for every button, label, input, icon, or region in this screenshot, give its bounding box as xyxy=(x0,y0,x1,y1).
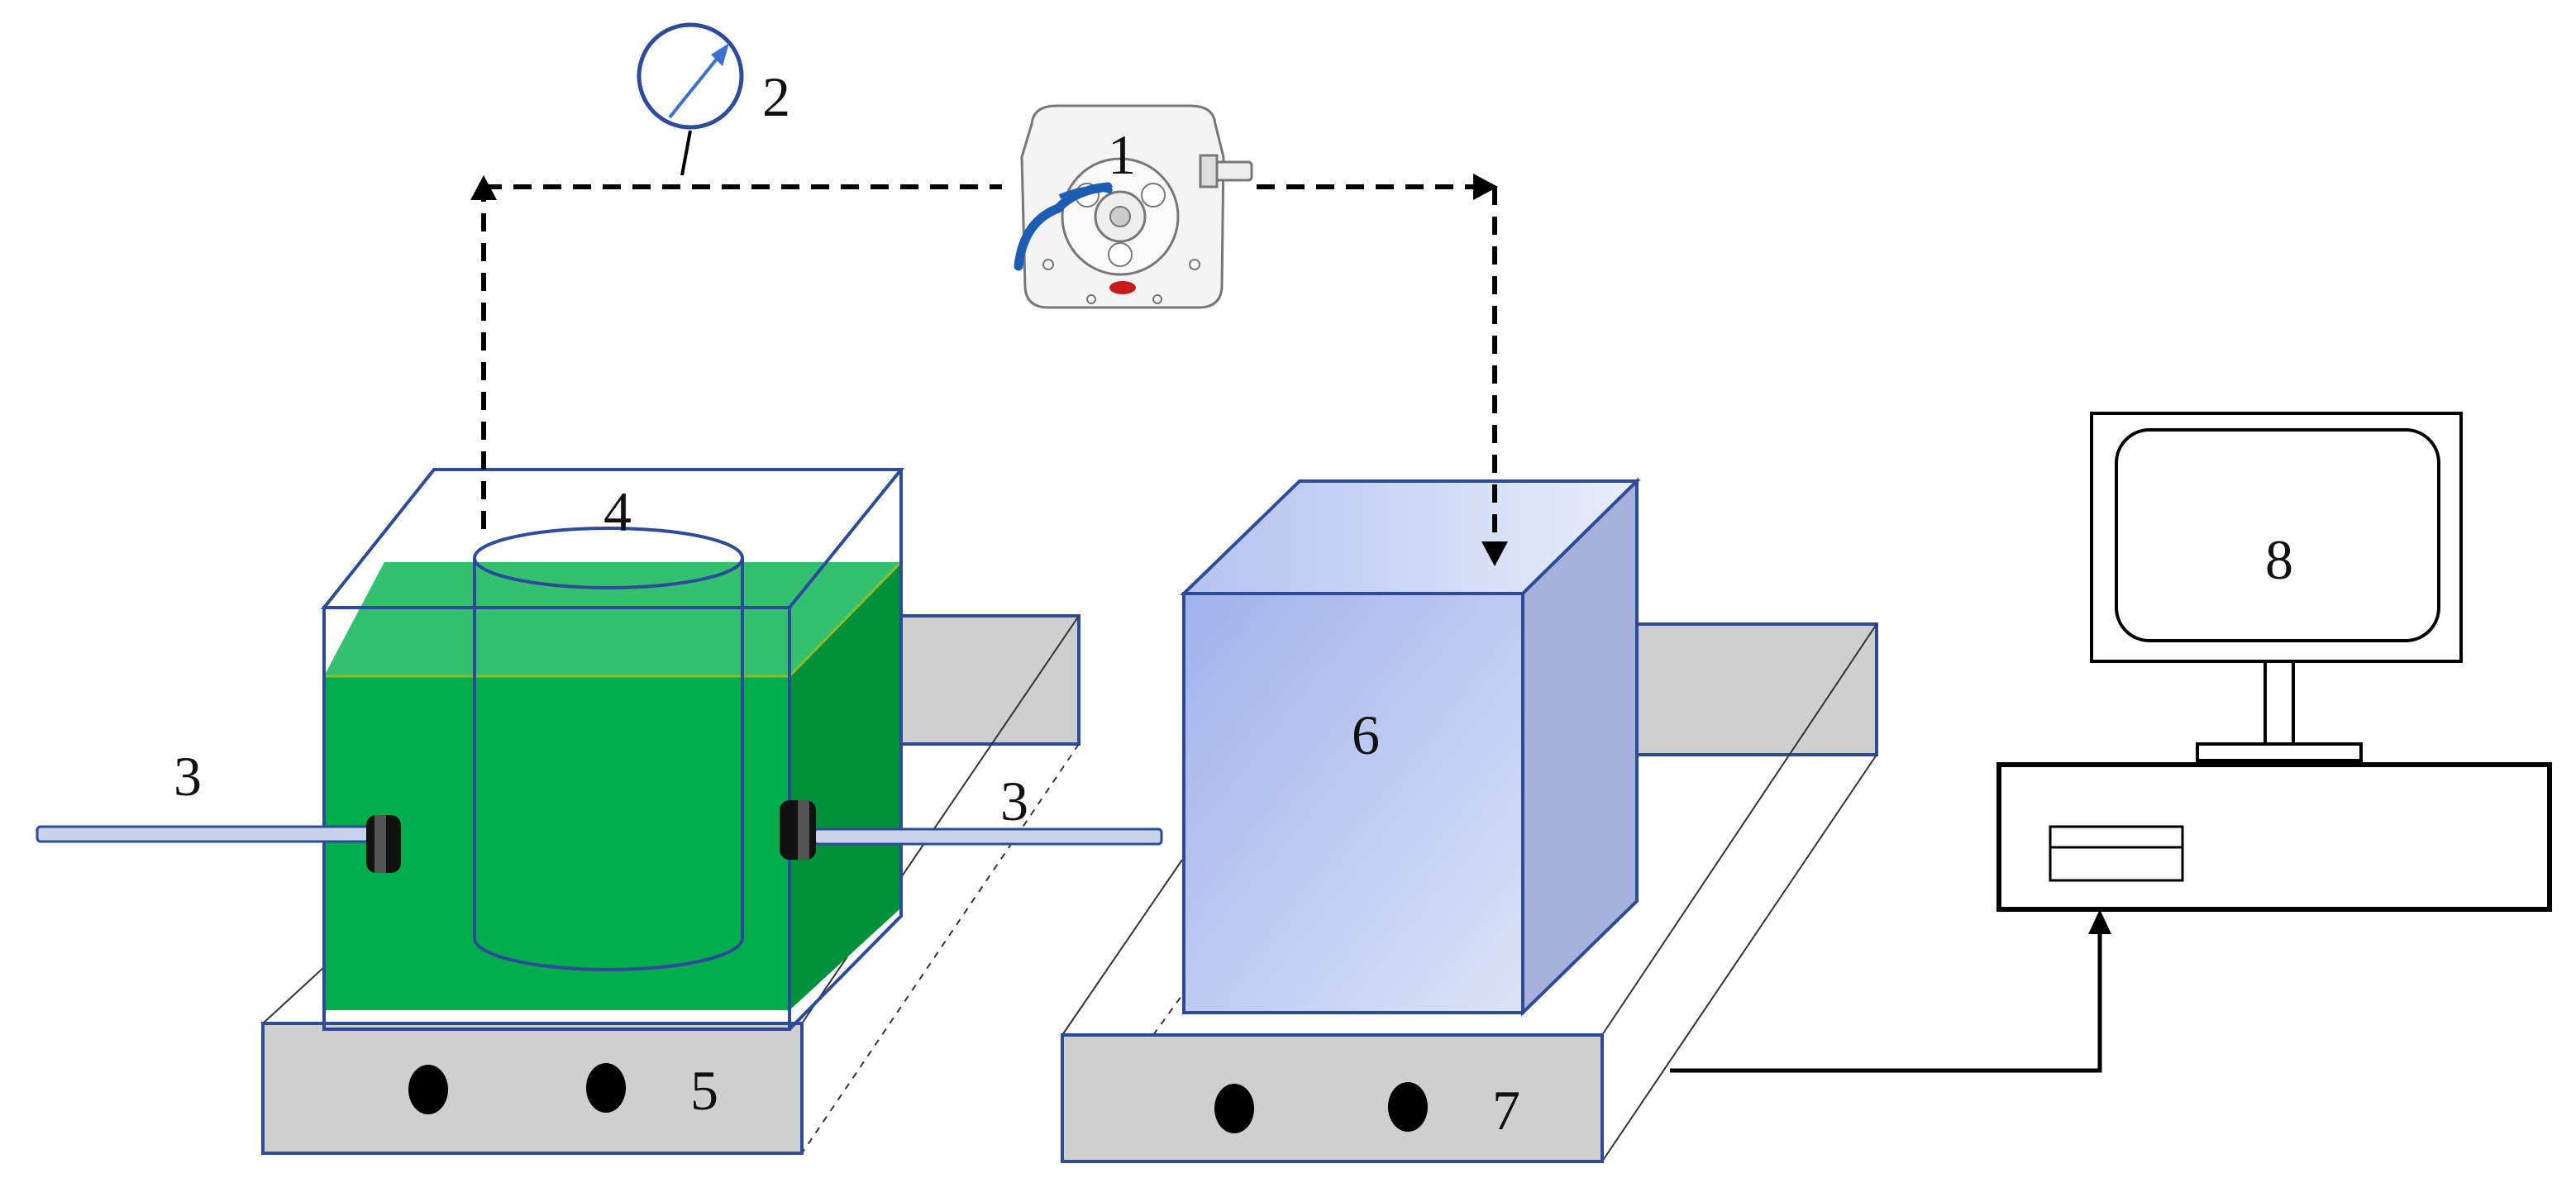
right-electrode xyxy=(780,800,1163,860)
label-left-stand: 5 xyxy=(690,1059,718,1122)
label-electrode-right: 3 xyxy=(1000,770,1028,832)
peristaltic-pump xyxy=(1014,104,1253,309)
label-computer: 8 xyxy=(2265,528,2293,591)
left-electrode xyxy=(36,815,401,873)
left-stand xyxy=(261,614,1080,1155)
label-electrode-left: 3 xyxy=(174,745,202,808)
data-cable xyxy=(1670,909,2111,1073)
right-stand xyxy=(1061,622,1878,1163)
computer xyxy=(1996,412,2552,912)
label-gauge: 2 xyxy=(762,65,790,128)
pressure-gauge xyxy=(637,22,744,176)
label-right-stand: 7 xyxy=(1492,1079,1520,1142)
label-reservoir: 6 xyxy=(1352,703,1380,766)
label-cylinder: 4 xyxy=(603,480,632,543)
flow-loop xyxy=(470,174,1508,566)
green-tank xyxy=(324,560,903,1010)
reservoir-cube xyxy=(1180,477,1641,1017)
cylinder xyxy=(473,527,744,971)
label-pump: 1 xyxy=(1108,123,1136,186)
